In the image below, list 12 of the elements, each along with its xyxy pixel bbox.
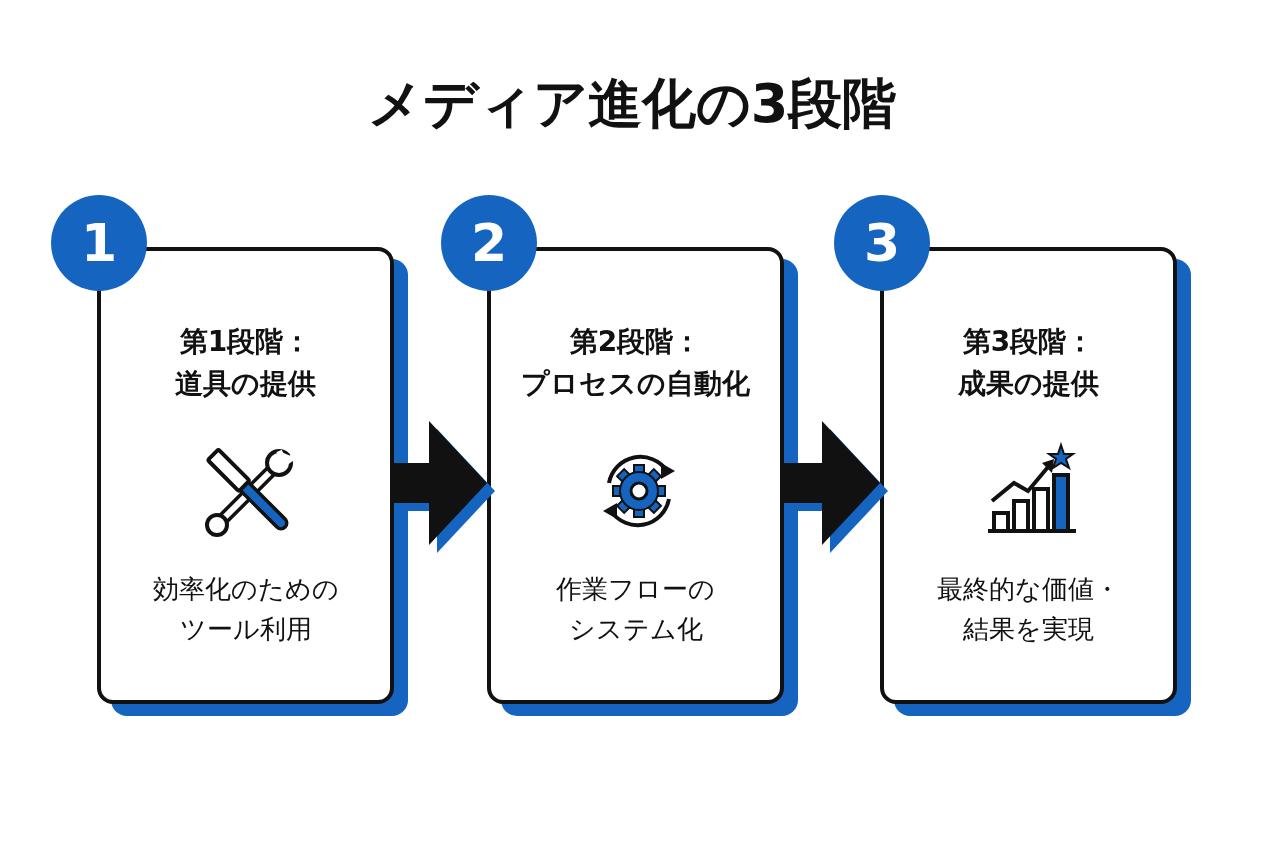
step-number-badge: 2	[441, 195, 537, 291]
step-description: 効率化のためのツール利用	[152, 573, 339, 646]
step-number-badge: 3	[834, 195, 930, 291]
step-description: 最終的な価値・結果を実現	[937, 573, 1120, 646]
step-description: 作業フローのシステム化	[556, 573, 715, 646]
step-number-badge: 1	[51, 195, 147, 291]
step-heading: 第2段階：プロセスの自動化	[521, 324, 750, 402]
step-heading: 第1段階：道具の提供	[175, 324, 316, 402]
block-arrow	[394, 421, 487, 545]
title: メディア進化の3段階	[367, 71, 897, 137]
step-heading: 第3段階：成果の提供	[958, 324, 1099, 402]
block-arrow	[784, 421, 880, 545]
